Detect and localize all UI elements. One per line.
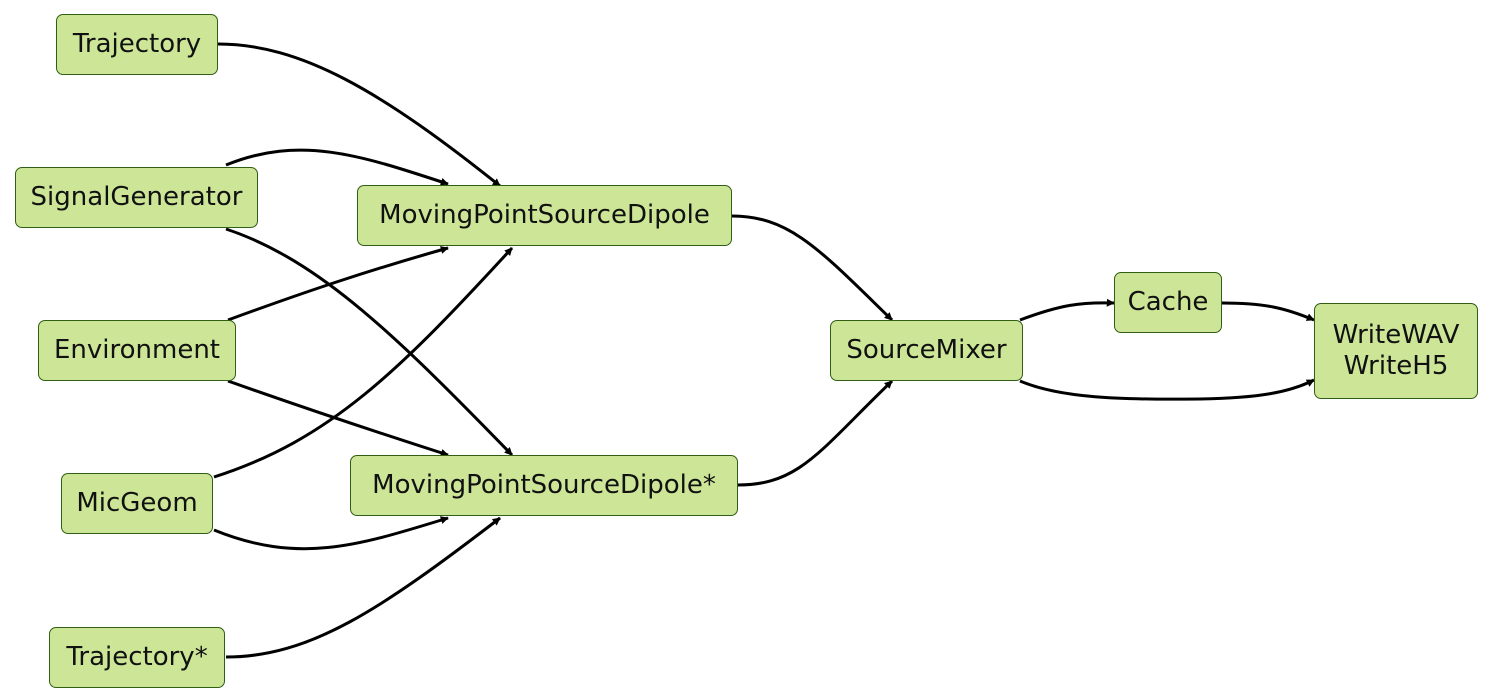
edge-environment-to-mpsd-star bbox=[227, 379, 449, 457]
edge-cache-to-writewav bbox=[1221, 301, 1315, 322]
node-label: Cache bbox=[1127, 287, 1209, 317]
node-source-mixer: SourceMixer bbox=[830, 320, 1023, 381]
node-mic-geom: MicGeom bbox=[61, 473, 213, 534]
node-signal-generator: SignalGenerator bbox=[15, 167, 258, 228]
node-environment: Environment bbox=[38, 320, 236, 381]
node-label: SignalGenerator bbox=[30, 182, 243, 212]
node-moving-point-source-dipole-star: MovingPointSourceDipole* bbox=[350, 455, 738, 516]
node-moving-point-source-dipole: MovingPointSourceDipole bbox=[357, 185, 732, 246]
node-trajectory-star: Trajectory* bbox=[49, 627, 225, 688]
node-writers: WriteWAV WriteH5 bbox=[1314, 303, 1478, 399]
node-label: SourceMixer bbox=[846, 335, 1007, 365]
node-trajectory: Trajectory bbox=[56, 14, 218, 75]
node-label: Environment bbox=[53, 335, 221, 365]
edge-micgeom-to-mpsd bbox=[213, 246, 514, 479]
node-label-write-wav: WriteWAV bbox=[1332, 320, 1460, 350]
edge-signalgenerator-to-mpsd bbox=[225, 148, 449, 186]
edge-micgeom-to-mpsd-star bbox=[213, 516, 449, 551]
edge-trajectory-to-mpsd bbox=[217, 42, 501, 188]
edge-mpsd-to-sourcemixer bbox=[731, 214, 894, 322]
edge-sourcemixer-to-cache bbox=[1019, 298, 1115, 322]
node-label: Trajectory* bbox=[66, 642, 208, 672]
node-label: MovingPointSourceDipole bbox=[379, 200, 710, 230]
edge-trajectory-star-to-mpsd-star bbox=[225, 516, 501, 659]
node-cache: Cache bbox=[1114, 272, 1222, 333]
edge-signalgenerator-to-mpsd-star bbox=[225, 227, 514, 457]
edge-environment-to-mpsd bbox=[227, 246, 449, 322]
edge-sourcemixer-to-writewav bbox=[1019, 378, 1315, 401]
node-label: MovingPointSourceDipole* bbox=[372, 470, 716, 500]
node-label: MicGeom bbox=[76, 488, 198, 518]
edge-mpsd-star-to-sourcemixer bbox=[737, 379, 894, 487]
node-label-write-h5: WriteH5 bbox=[1343, 351, 1449, 381]
node-label: Trajectory bbox=[72, 29, 202, 59]
